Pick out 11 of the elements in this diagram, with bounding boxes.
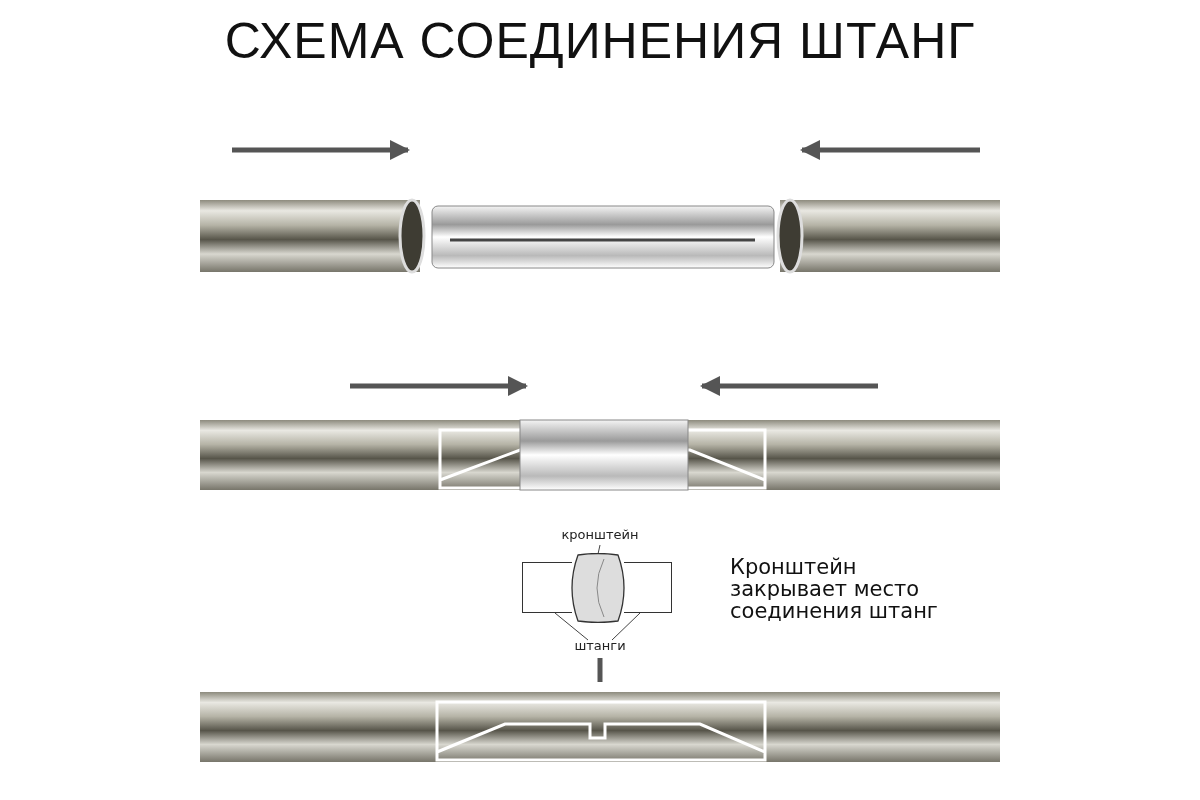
leader-line (597, 658, 603, 682)
leader-line (611, 612, 641, 641)
bracket-drawing (570, 553, 626, 623)
title: СХЕМА СОЕДИНЕНИЯ ШТАНГ (223, 12, 977, 70)
rod-outline (624, 562, 672, 613)
leader-line (554, 612, 589, 641)
part-label: кронштейн (560, 527, 640, 545)
leader-line (597, 544, 601, 555)
rod-outline (522, 562, 572, 613)
note-text: Кронштейн закрывает место соединения штанг (730, 556, 939, 622)
part-label: штанги (565, 638, 635, 656)
